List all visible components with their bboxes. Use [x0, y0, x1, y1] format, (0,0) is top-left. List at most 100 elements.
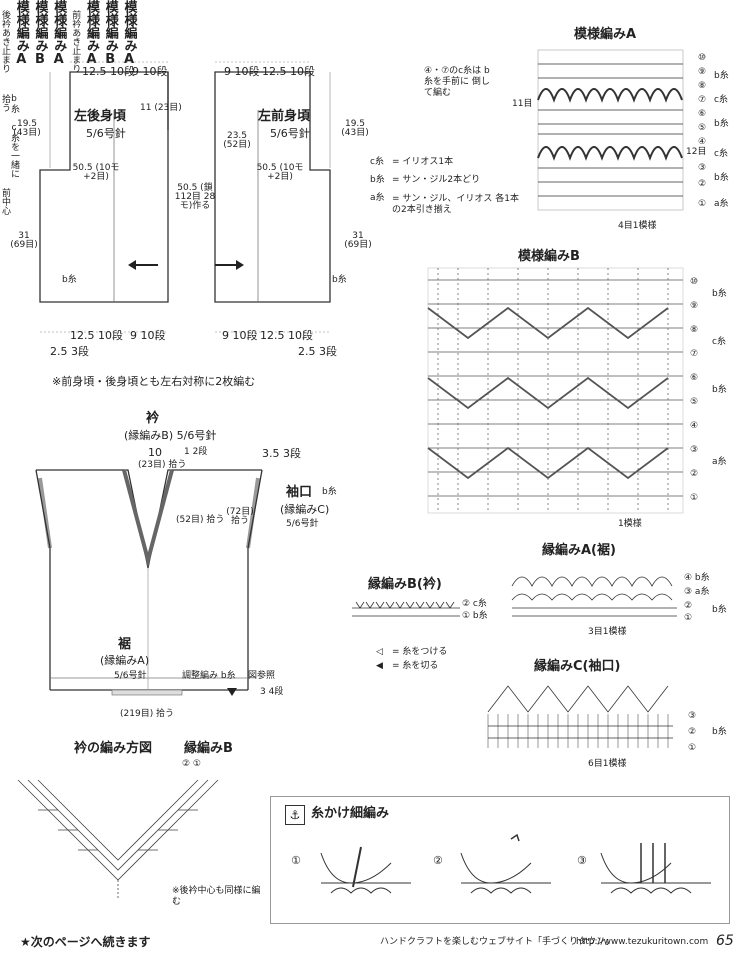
collar-method-center: 前中心: [0, 188, 10, 215]
front-bottom-right-dim: 12.5 10段: [260, 329, 313, 342]
pattern-a-repeat: 4目1模様: [618, 221, 657, 231]
pattern-a-note: ④・⑦のc糸は b糸を手前に 倒して編む: [424, 66, 490, 98]
technique-step: ①: [291, 854, 301, 867]
hem-ref: 図参照: [248, 671, 276, 681]
collar-method-note: ※後衿中心も同様に編む: [172, 886, 261, 907]
cuff-stitch: (72目) 拾う: [226, 507, 254, 526]
back-needle: 5/6号針: [86, 127, 126, 140]
pb-yarn: c糸: [712, 337, 726, 347]
hem-adjust: 調整編み b糸: [182, 671, 236, 681]
pa-row: ②: [698, 179, 707, 189]
edge-b-row: ① b糸: [462, 611, 488, 621]
collar-sub: (縁編みB) 5/6号針: [124, 429, 217, 442]
front-b-yarn: b糸: [332, 275, 347, 285]
cuff-title: 袖口: [286, 485, 313, 500]
body-pieces-diagram: 12.5 10段 9 10段 後衿あき止まり 11 (23目) 左後身頃 5/6…: [0, 0, 750, 387]
pa-row: ④: [698, 137, 707, 147]
finish-outline: [35, 469, 263, 696]
pb-row: ②: [690, 469, 699, 479]
edge-a-row: ④ b糸: [684, 573, 710, 583]
back-top-right-dim: 9 10段: [132, 65, 168, 78]
collar-method-chart: [17, 779, 219, 900]
pattern-a-row12: 12目: [686, 147, 707, 157]
back-top-left-dim: 12.5 10段: [82, 65, 135, 78]
front-side-long-dim: 31 (69目): [344, 231, 372, 250]
technique-box: ⚓ 糸かけ細編み ① ② ③: [270, 796, 730, 924]
pa-yarn: b糸: [714, 173, 729, 183]
front-top-right-dim: 12.5 10段: [262, 65, 315, 78]
collar-title: 衿: [146, 411, 160, 426]
back-bottom-left-dim: 12.5 10段: [70, 329, 123, 342]
edge-c-row: ③: [688, 711, 697, 721]
front-pattern-b: 模様編みB: [102, 0, 118, 67]
footer-url[interactable]: http://www.tezukuritown.com: [576, 937, 709, 947]
pb-yarn: b糸: [712, 289, 727, 299]
pattern-b-repeat: 1模様: [618, 519, 642, 529]
footer-site: ハンドクラフトを楽しむウェブサイト「手づくりタウン」: [380, 937, 615, 947]
collar-method-rows: ② ①: [182, 759, 201, 769]
edge-a-repeat: 3目1模様: [588, 627, 627, 637]
cuff-sub: (縁編みC): [280, 503, 330, 516]
pa-row: ⑩: [698, 53, 707, 63]
pa-row: ⑤: [698, 123, 707, 133]
pb-yarn: b糸: [712, 385, 727, 395]
back-side-dim: 19.5 (43目): [13, 119, 41, 138]
edge-a-row: ②: [684, 601, 693, 611]
pa-yarn: c糸: [714, 95, 728, 105]
collar-stitch1: (23目) 拾う: [138, 460, 187, 470]
legend-val: = イリオス1本: [392, 157, 454, 167]
front-title: 左前身頃: [258, 109, 311, 124]
edge-c-repeat: 6目1模様: [588, 759, 627, 769]
pattern-b-title: 模様編みB: [518, 249, 580, 264]
continue-note: ★次のページへ続きます: [20, 935, 151, 949]
back-title: 左後身頃: [74, 109, 127, 124]
cuff-dim: 3.5 3段: [262, 447, 301, 460]
pa-row: ③: [698, 163, 707, 173]
pattern-a-side-note: b糸 c糸を一緒に拾う: [0, 94, 19, 178]
front-pattern-a: 模様編みA: [84, 0, 100, 67]
edge-a-title: 縁編みA(裾): [542, 543, 616, 558]
pb-row: ①: [690, 493, 699, 503]
pattern-a-row11: 11目: [512, 99, 533, 109]
pa-row: ⑦: [698, 95, 707, 105]
pattern-b-chart: [427, 267, 684, 514]
back-pattern-b: 模様編みB: [32, 0, 48, 67]
legend-key: c糸: [370, 157, 384, 167]
pattern-a-chart: [537, 49, 684, 211]
edge-b-chart: [352, 601, 460, 617]
back-bottom-right-dim: 9 10段: [130, 329, 166, 342]
pb-row: ④: [690, 421, 699, 431]
pa-yarn: b糸: [714, 71, 729, 81]
front-side-pattern: 模様編みA: [121, 0, 137, 67]
edge-a-yarn-side: b糸: [712, 605, 727, 615]
pa-row: ⑧: [698, 81, 707, 91]
collar-method-section: 衿の編み方図 縁編みB ② ① 前中心 ※後衿中心も同様に編む: [0, 188, 750, 907]
symbol-cut-icon: ◀: [376, 661, 383, 671]
cuff-needle: 5/6号針: [286, 519, 319, 529]
edge-c-yarn: b糸: [712, 727, 727, 737]
back-mid-dim: 50.5 (10モ+2目): [72, 163, 120, 182]
technique-step: ③: [577, 854, 587, 867]
symbol-attach-icon: ◁: [376, 647, 383, 657]
back-b-yarn: b糸: [62, 275, 77, 285]
pattern-a-section: 模様編みA ④・⑦のc糸は b糸を手前に 倒して編む b糸 c糸を一緒に拾う 1…: [0, 28, 750, 231]
back-slit-dim: 11 (23目): [140, 103, 182, 113]
symbol-cut-text: = 糸を切る: [392, 661, 439, 671]
pa-yarn: c糸: [714, 149, 728, 159]
front-cast-on: 50.5 (鎖112目 28モ)作る: [174, 183, 216, 211]
symmetry-note: ※前身頃・後身頃とも左右対称に2枚編む: [52, 375, 256, 388]
symbol-attach-text: = 糸をつける: [392, 647, 448, 657]
edge-c-chart: [487, 685, 673, 748]
pb-row: ⑧: [690, 325, 699, 335]
front-slit-dim: 23.5 (52目): [223, 131, 251, 150]
edge-a-row: ③ a糸: [684, 587, 710, 597]
front-side-dim: 19.5 (43目): [341, 119, 369, 138]
pattern-a-title: 模様編みA: [574, 27, 637, 42]
pa-row: ⑥: [698, 109, 707, 119]
edge-a-chart: [511, 576, 677, 617]
edge-c-row: ①: [688, 743, 697, 753]
technique-title: 糸かけ細編み: [311, 806, 390, 821]
cuff-yarn: b糸: [322, 487, 337, 497]
pb-row: ⑥: [690, 373, 699, 383]
front-bottom-small: 2.5 3段: [298, 345, 337, 358]
